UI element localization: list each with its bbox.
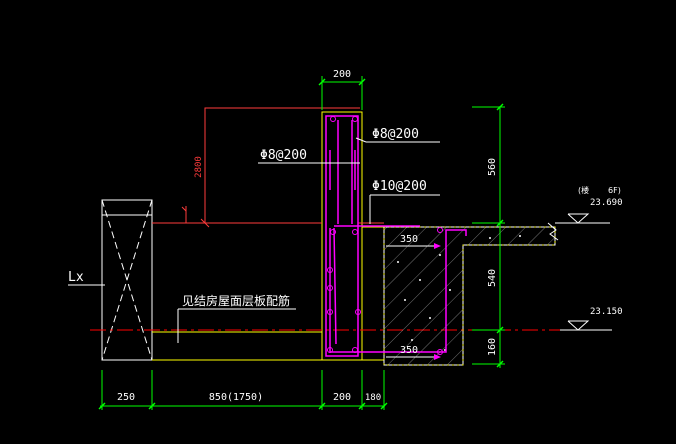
- lx-label: Lx: [68, 270, 84, 285]
- dimension-ticks: [98, 78, 504, 410]
- dim-bottom-200: 200: [333, 392, 351, 403]
- elevation-top: 23.690: [590, 198, 623, 208]
- elevation-markers: [555, 213, 612, 331]
- dim-right-540: 540: [487, 269, 498, 287]
- rebar-label-left: Φ8@200: [260, 148, 307, 163]
- dim-top-width: 200: [333, 69, 351, 80]
- rebar-label-upper: Φ8@200: [372, 127, 419, 142]
- elevation-bottom: 23.150: [590, 307, 623, 317]
- leader-lines: [68, 137, 440, 358]
- slab-width-bottom: 350: [400, 345, 418, 356]
- slab-width-top: 350: [400, 234, 418, 245]
- dim-right-560: 560: [487, 158, 498, 176]
- concrete-slab: [383, 222, 559, 366]
- elevation-top-prefix: (楼: [578, 185, 589, 195]
- note-label: 见结房屋面层板配筋: [182, 293, 290, 308]
- rebar-bent-bar: [329, 228, 467, 353]
- red-upper-outline: [152, 107, 384, 228]
- dim-bottom-180: 180: [365, 393, 381, 403]
- left-column: [101, 199, 153, 361]
- rebar: [325, 115, 467, 357]
- dim-bottom-850: 850(1750): [209, 392, 263, 403]
- rebar-dots: [327, 116, 443, 355]
- dim-2800: 2800: [194, 156, 204, 178]
- rebar-label-lower: Φ10@200: [372, 179, 427, 194]
- break-mark: [547, 222, 559, 241]
- text-labels: 200 250 850(1750) 200 180 560 540 160 28…: [68, 69, 623, 403]
- stirrup-outer: [325, 115, 359, 357]
- elevation-top-prefix2: 6F): [608, 186, 621, 195]
- arrowheads: [434, 243, 441, 360]
- dim-bottom-250: 250: [117, 392, 135, 403]
- dim-right-160: 160: [487, 338, 498, 356]
